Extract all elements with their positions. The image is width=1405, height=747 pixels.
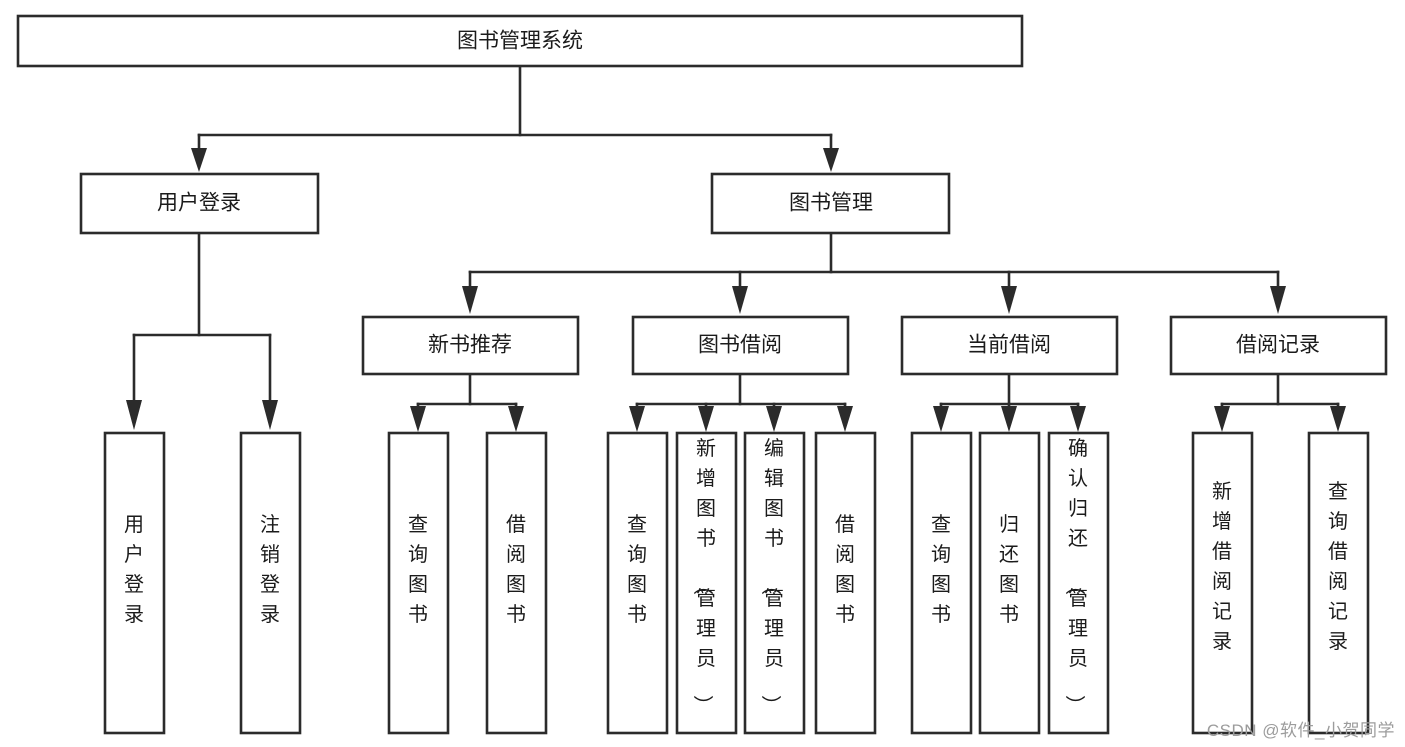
leaf-borrow-record-add-label: 新增借阅记录 (1212, 480, 1232, 653)
leaf-book-borrow-borrow-box (814, 431, 877, 735)
leaf-user-login-logout[interactable]: 注销登录 (239, 431, 302, 735)
node-user-login[interactable]: 用户登录 (79, 172, 320, 235)
arrowhead-bookborrow-leaf-1 (629, 406, 645, 432)
leaf-user-login-logout-label: 注销登录 (260, 513, 280, 626)
leaf-borrow-record-query[interactable]: 查询借阅记录 (1307, 431, 1370, 735)
node-current-borrow-label: 当前借阅 (967, 334, 1051, 357)
leaf-book-borrow-query-box (606, 431, 669, 735)
arrowhead-borrowrecord-leaf-1 (1214, 406, 1230, 432)
leaf-current-borrow-return-label: 归还图书 (999, 513, 1019, 626)
node-book-borrow[interactable]: 图书借阅 (631, 315, 850, 376)
arrowhead-borrow-record (1270, 286, 1286, 314)
leaf-borrow-record-add-box (1191, 431, 1254, 735)
node-borrow-record-box (1169, 315, 1388, 376)
leaf-book-borrow-borrow[interactable]: 借阅图书 (814, 431, 877, 735)
arrowhead-currentborrow-leaf-2 (1001, 406, 1017, 432)
arrowhead-bookborrow-leaf-4 (837, 406, 853, 432)
leaf-new-book-query[interactable]: 查询图书 (387, 431, 450, 735)
leaf-current-borrow-return[interactable]: 归还图书 (978, 431, 1041, 735)
node-book-borrow-label: 图书借阅 (698, 334, 782, 357)
arrowhead-currentborrow-leaf-1 (933, 406, 949, 432)
leaf-new-book-query-box (387, 431, 450, 735)
leaf-user-login-login-box (103, 431, 166, 735)
arrowhead-new-book (462, 286, 478, 314)
arrowhead-newbook-leaf-2 (508, 406, 524, 432)
leaf-borrow-record-add[interactable]: 新增借阅记录 (1191, 431, 1254, 735)
node-new-book-recommend-label: 新书推荐 (428, 334, 512, 357)
node-book-management-box (710, 172, 951, 235)
leaf-book-borrow-edit-label: 编辑图书（管理员） (759, 437, 784, 715)
node-borrow-record[interactable]: 借阅记录 (1169, 315, 1388, 376)
arrowhead-user-login (191, 148, 207, 172)
arrowhead-book-borrow (732, 286, 748, 314)
node-root-system[interactable]: 图书管理系统 (16, 14, 1024, 68)
leaf-book-borrow-add[interactable]: 新增图书（管理员） (675, 431, 738, 735)
leaf-current-borrow-query-box (910, 431, 973, 735)
leaf-book-borrow-edit-box (743, 431, 806, 735)
arrowhead-bookborrow-leaf-2 (698, 406, 714, 432)
leaf-book-borrow-edit[interactable]: 编辑图书（管理员） (743, 431, 806, 735)
node-book-management[interactable]: 图书管理 (710, 172, 951, 235)
leaf-user-login-login[interactable]: 用户登录 (103, 431, 166, 735)
leaf-book-borrow-add-label: 新增图书（管理员） (691, 437, 716, 715)
node-root-label: 图书管理系统 (457, 30, 583, 53)
leaf-book-borrow-query[interactable]: 查询图书 (606, 431, 669, 735)
arrowhead-current-borrow (1001, 286, 1017, 314)
connector-layer (126, 64, 1346, 432)
arrowhead-currentborrow-leaf-3 (1070, 406, 1086, 432)
leaf-book-borrow-borrow-label: 借阅图书 (835, 513, 855, 626)
leaf-current-borrow-query-label: 查询图书 (931, 513, 951, 626)
arrowhead-borrowrecord-leaf-2 (1330, 406, 1346, 432)
arrowhead-newbook-leaf-1 (410, 406, 426, 432)
leaf-book-borrow-query-label: 查询图书 (627, 513, 647, 626)
leaf-borrow-record-query-label: 查询借阅记录 (1328, 480, 1348, 653)
arrowhead-book-mgmt (823, 148, 839, 172)
leaf-user-login-login-label: 用户登录 (124, 514, 144, 626)
node-new-book-recommend-box (361, 315, 580, 376)
node-borrow-record-label: 借阅记录 (1236, 334, 1320, 357)
node-user-login-box (79, 172, 320, 235)
node-current-borrow[interactable]: 当前借阅 (900, 315, 1119, 376)
node-book-management-label: 图书管理 (789, 192, 873, 215)
arrowhead-leaf-logout (262, 400, 278, 430)
node-new-book-recommend[interactable]: 新书推荐 (361, 315, 580, 376)
node-current-borrow-box (900, 315, 1119, 376)
leaf-new-book-borrow[interactable]: 借阅图书 (485, 431, 548, 735)
node-book-borrow-box (631, 315, 850, 376)
leaf-new-book-query-label: 查询图书 (408, 513, 428, 626)
leaf-current-borrow-confirm-box (1047, 431, 1110, 735)
leaf-user-login-logout-box (239, 431, 302, 735)
leaf-new-book-borrow-label: 借阅图书 (506, 513, 526, 626)
leaf-current-borrow-confirm-label: 确认归还（管理员） (1063, 437, 1088, 715)
leaf-book-borrow-add-box (675, 431, 738, 735)
leaf-current-borrow-return-box (978, 431, 1041, 735)
leaf-borrow-record-query-box (1307, 431, 1370, 735)
node-user-login-label: 用户登录 (157, 192, 241, 215)
arrowhead-bookborrow-leaf-3 (766, 406, 782, 432)
leaf-current-borrow-query[interactable]: 查询图书 (910, 431, 973, 735)
leaf-current-borrow-confirm[interactable]: 确认归还（管理员） (1047, 431, 1110, 735)
arrowhead-leaf-user-login (126, 400, 142, 430)
node-root-box (16, 14, 1024, 68)
leaf-new-book-borrow-box (485, 431, 548, 735)
